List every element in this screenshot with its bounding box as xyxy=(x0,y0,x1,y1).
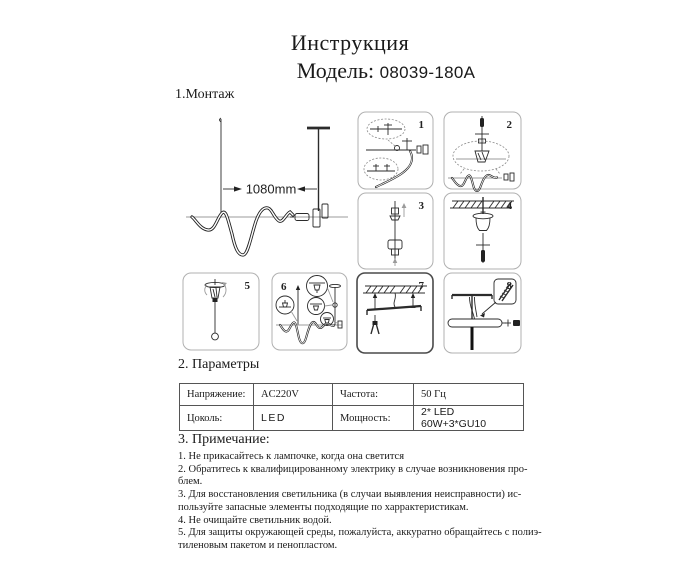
param-power-label: Мощность: xyxy=(332,405,414,431)
dimension-label: 1080mm xyxy=(246,182,297,197)
model-line: Модель: 08039-180A xyxy=(36,58,700,84)
detail-callout xyxy=(452,140,510,172)
page-title: Инструкция xyxy=(290,30,410,55)
step-number-2: 2 xyxy=(507,119,513,131)
montage-diagrams: 1080mm 1 xyxy=(182,111,522,354)
table-row: Напряжение: AC220V Частота: 50 Гц xyxy=(179,383,524,406)
canopy-cone xyxy=(474,150,490,163)
note-item-2: 2. Обратитесь к квалифицированному элект… xyxy=(178,463,528,488)
note-item-3: 3. Для восстановления светильника (в слу… xyxy=(178,489,522,513)
canopy-flange xyxy=(472,212,494,220)
step-number-3: 3 xyxy=(419,200,425,212)
step-box-4: 4 xyxy=(443,192,522,270)
detail-callout xyxy=(366,118,406,140)
param-socket-label: Цоколь: xyxy=(179,405,254,431)
param-frequency-label: Частота: xyxy=(332,383,414,406)
cable xyxy=(393,292,396,308)
step-box-1: 1 xyxy=(357,111,434,190)
section-montage-heading: 1.Монтаж xyxy=(175,87,235,102)
step-box-2: 2 xyxy=(443,111,522,193)
step-number-4: 4 xyxy=(507,200,513,212)
ceiling-hatch xyxy=(363,285,427,294)
screw-and-screwdriver xyxy=(502,319,520,327)
param-socket-value: LED xyxy=(253,405,333,431)
step-box-5: 5 xyxy=(182,272,260,351)
param-power-value: 2* LED 60W+3*GU10 xyxy=(413,405,524,431)
note-item-5: 5. Для защиты окружающей среды, пожалуйс… xyxy=(178,527,542,551)
model-label: Модель: xyxy=(296,58,375,83)
section-parameters-heading: 2. Параметры xyxy=(178,357,260,372)
param-voltage-label: Напряжение: xyxy=(179,383,254,406)
step-number-5: 5 xyxy=(245,280,251,292)
twisted-wires-callout xyxy=(480,278,517,318)
cord-connectors xyxy=(290,203,329,228)
step-box-7: 7 xyxy=(356,272,434,354)
mounting-screws xyxy=(372,293,416,310)
wire-fork-terminal xyxy=(370,315,380,335)
dimension-1080mm: 1080mm xyxy=(223,182,317,197)
table-row: Цоколь: LED Мощность: 2* LED 60W+3*GU10 xyxy=(179,405,524,431)
step-box-3: 3 xyxy=(357,192,434,270)
wire xyxy=(469,296,475,320)
notes-list: 1. Не прикасайтесь к лампочке, когда она… xyxy=(178,451,700,553)
param-voltage-value: AC220V xyxy=(253,383,333,406)
step-number-6: 6 xyxy=(281,281,287,293)
grip xyxy=(481,250,485,262)
section-notes-heading: 3. Примечание: xyxy=(178,432,270,447)
wavy-lamp-icon xyxy=(190,206,295,257)
step-box-8: 8 xyxy=(443,272,522,354)
step-number-1: 1 xyxy=(419,119,425,131)
step-number-8: 8 xyxy=(507,280,513,292)
main-overview-diagram: 1080mm xyxy=(186,117,348,257)
detail-callouts xyxy=(275,275,338,326)
ring xyxy=(211,332,219,341)
cone xyxy=(209,286,221,299)
param-frequency-value: 50 Гц xyxy=(413,383,524,406)
model-value: 08039-180A xyxy=(379,63,476,82)
note-item-1: 1. Не прикасайтесь к лампочке, когда она… xyxy=(178,451,405,462)
step-box-6: 6 xyxy=(271,272,348,351)
parameters-table: Напряжение: AC220V Частота: 50 Гц Цоколь… xyxy=(179,383,524,431)
detail-callout xyxy=(363,157,399,181)
note-item-4: 4. Не очищайте светильник водой. xyxy=(178,514,332,526)
